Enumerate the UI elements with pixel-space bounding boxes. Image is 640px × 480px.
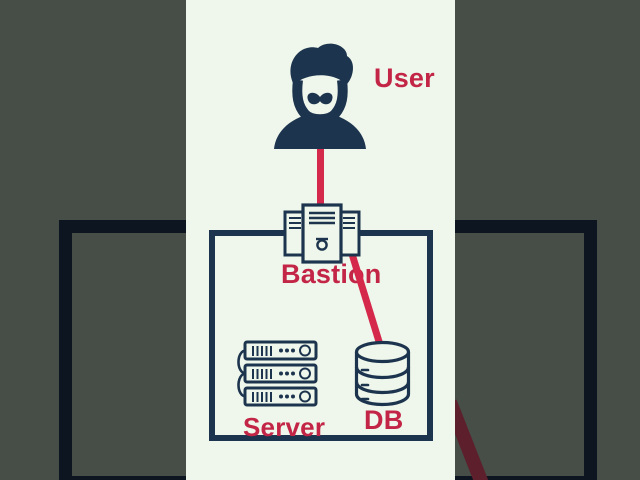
bastion-db-link	[348, 252, 385, 350]
bastion-icon	[283, 203, 361, 264]
database-icon	[354, 340, 411, 407]
user-label: User	[374, 63, 435, 93]
db-label: DB	[364, 405, 404, 435]
server-rack-icon	[237, 340, 318, 407]
lock-keyhole-icon	[316, 239, 328, 251]
user-icon	[274, 43, 366, 149]
server-label: Server	[243, 412, 326, 442]
